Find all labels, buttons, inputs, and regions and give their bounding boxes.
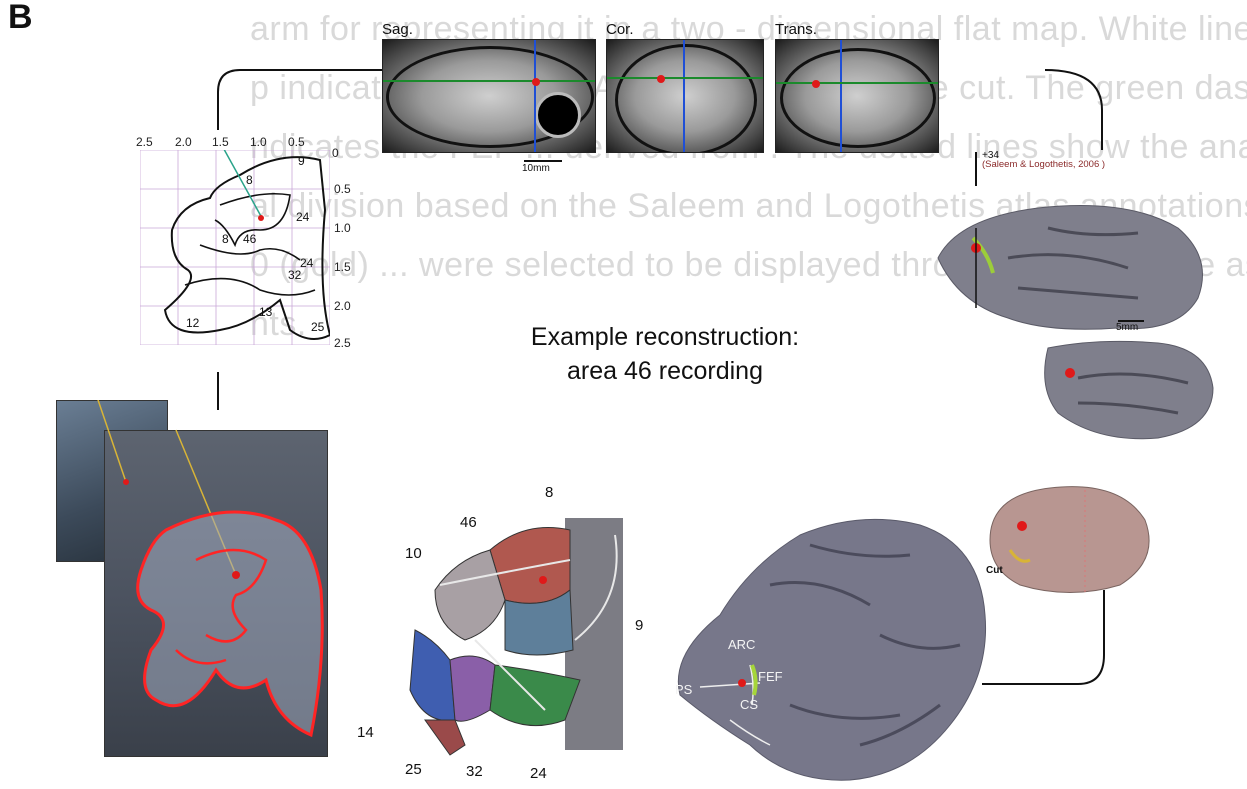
atlas-area-label: 46: [243, 232, 256, 246]
flatmap-label-arc: ARC: [728, 637, 755, 652]
flatmap-label-fef: FEF: [758, 669, 783, 684]
atlas-y-tick: 2.0: [334, 299, 351, 313]
mri-sagittal: [382, 39, 596, 153]
atlas-section: [140, 150, 330, 345]
mri-scale-label: 10mm: [522, 163, 550, 174]
region-label-9: 9: [635, 617, 643, 634]
figure-title-line: area 46 recording: [430, 354, 900, 388]
atlas-drawing: [140, 150, 330, 345]
atlas-citation: (Saleem & Logothetis, 2006 ): [982, 159, 1105, 170]
atlas-x-tick: 0: [332, 146, 339, 160]
atlas-x-tick: 0.5: [288, 135, 305, 149]
region-label-8: 8: [545, 484, 553, 501]
region-label-32: 32: [466, 763, 483, 780]
atlas-area-label: 25: [311, 320, 324, 334]
transverse-label: Trans.: [775, 21, 817, 38]
atlas-area-label: 24: [300, 256, 313, 270]
surface-scale-label: 5mm: [1116, 322, 1138, 333]
sagittal-label: Sag.: [382, 21, 413, 38]
atlas-y-tick: 1.0: [334, 221, 351, 235]
coronal-label: Cor.: [606, 21, 634, 38]
atlas-x-tick: 2.0: [175, 135, 192, 149]
atlas-area-label: 24: [296, 210, 309, 224]
region-label-25: 25: [405, 761, 422, 778]
figure-title-line: Example reconstruction:: [430, 320, 900, 354]
region-label-14: 14: [357, 724, 374, 741]
atlas-area-label: 13: [259, 305, 272, 319]
mri-transverse: [775, 39, 939, 153]
region-label-24: 24: [530, 765, 547, 782]
atlas-x-tick: 1.5: [212, 135, 229, 149]
figure-title: Example reconstruction: area 46 recordin…: [430, 320, 900, 388]
mri-coronal: [606, 39, 764, 153]
flatmap-label-ps: PS: [675, 682, 692, 697]
contour-overlay: [56, 400, 336, 760]
region-label-46: 46: [460, 514, 477, 531]
mri-scale-bar: [524, 160, 562, 162]
atlas-y-tick: 0.5: [334, 182, 351, 196]
cortical-flatmap: [660, 505, 1000, 785]
atlas-area-label: 8: [222, 232, 229, 246]
atlas-y-tick: 1.5: [334, 260, 351, 274]
atlas-area-label: 8: [246, 173, 253, 187]
flatmap-label-cs: CS: [740, 697, 758, 712]
cortical-surfaces: [928, 198, 1228, 443]
atlas-area-label: 32: [288, 268, 301, 282]
inflated-hemisphere: [980, 480, 1160, 600]
region-label-10: 10: [405, 545, 422, 562]
atlas-x-tick: 1.0: [250, 135, 267, 149]
level-marker: [975, 152, 977, 186]
atlas-x-tick: 2.5: [136, 135, 153, 149]
atlas-area-label: 12: [186, 316, 199, 330]
atlas-area-label: 9: [298, 154, 305, 168]
region-map: [395, 510, 635, 770]
atlas-y-tick: 2.5: [334, 336, 351, 350]
